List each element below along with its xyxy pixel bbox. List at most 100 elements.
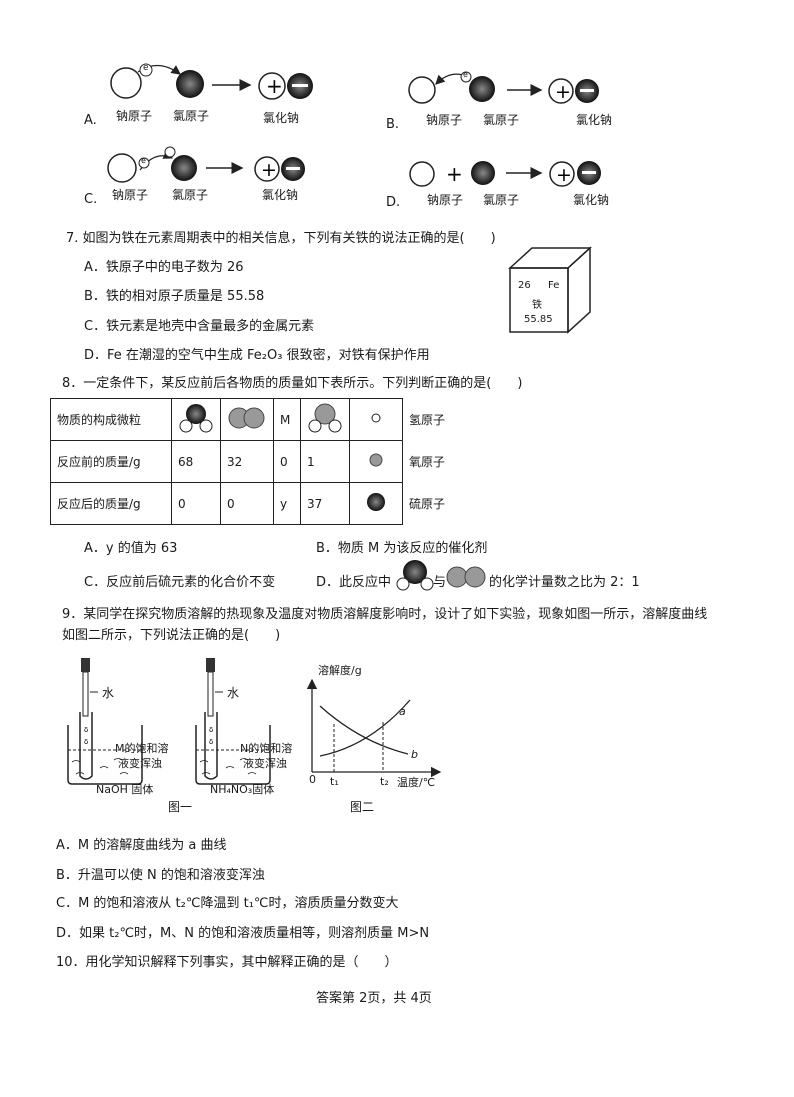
q8-stem: 8．一定条件下，某反应前后各物质的质量如下表所示。下列判断正确的是( ) [62,376,523,391]
svg-text:+: + [261,159,277,181]
beaker-one-note-line2: 液变浑浊 [118,757,162,770]
solid-one-label: NaOH 固体 [96,783,154,796]
svg-text:δ: δ [209,738,213,746]
q9-stem-line2: 如图二所示，下列说法正确的是( ) [62,628,281,643]
chart-y-label: 溶解度/g [318,664,362,677]
solubility-chart [306,678,442,778]
sodium-chloride-label: 氯化钠 [576,113,613,127]
curve-b-label: b [411,748,418,761]
q7-option-d[interactable]: D．Fe 在潮湿的空气中生成 Fe₂O₃ 很致密，对铁有保护作用 [84,348,430,363]
h2o-molecule-icon [308,403,342,433]
chart-tick-t1: t₁ [330,775,339,788]
particle-cell-4 [300,398,350,441]
beaker-two-note-line2: 液变浑浊 [243,757,287,770]
q7-option-c[interactable]: C．铁元素是地壳中含量最多的金属元素 [84,319,315,334]
q9-option-a[interactable]: A．M 的溶解度曲线为 a 曲线 [56,838,227,853]
chlorine-atom-label: 氯原子 [483,193,520,207]
value-cell: 1 [300,440,350,483]
q6-option-d-letter[interactable]: D. [386,195,401,210]
sodium-chloride-label: 氯化钠 [263,111,300,125]
chart-origin-label: 0 [309,773,316,786]
periodic-table-cell [508,246,592,334]
particle-cell-2 [220,398,274,441]
h2s-molecule-icon [396,560,434,591]
figure-one-caption: 图一 [168,800,193,814]
figure-one-apparatus: δδ δδ [67,658,271,785]
q7-stem: 7. 如图为铁在元素周期表中的相关信息，下列有关铁的说法正确的是( ) [66,231,496,246]
value-cell: y [273,482,301,525]
value-cell: 68 [171,440,221,483]
q7-option-b[interactable]: B．铁的相对原子质量是 55.58 [84,289,265,304]
electron-label: e [141,156,146,165]
svg-text:δ: δ [84,726,88,734]
q9-stem-line1: 9．某同学在探究物质溶解的热现象及温度对物质溶解度影响时，设计了如下实验，现象如… [62,607,708,622]
sodium-atom-label: 钠原子 [427,193,464,207]
m-label: M [273,398,301,441]
o2-molecule-icon [228,407,265,429]
sodium-atom-label: 钠原子 [116,109,153,123]
legend-hydrogen-cell [349,398,403,441]
q9-option-b[interactable]: B．升温可以使 N 的饱和溶液变浑浊 [56,868,265,883]
q6-option-a-letter[interactable]: A. [84,113,97,128]
water-label: 水 [227,686,240,700]
q6-option-d-diagram: + + [409,161,601,187]
page-footer: 答案第 2页，共 4页 [316,991,432,1006]
chlorine-atom-label: 氯原子 [172,188,209,202]
chart-tick-t2: t₂ [380,775,389,788]
sulfur-atom-icon [367,493,385,511]
q8-option-b[interactable]: B．物质 M 为该反应的催化剂 [316,541,488,556]
value-cell: 32 [220,440,274,483]
value-cell: 0 [171,482,221,525]
chart-x-label: 温度/℃ [397,776,436,789]
q6-option-b-diagram: + [408,71,599,104]
sodium-atom-label: 钠原子 [426,113,463,127]
q6-option-a-diagram: + [110,63,313,100]
q7-option-a[interactable]: A．铁原子中的电子数为 26 [84,260,244,275]
q8-option-d-prefix[interactable]: D．此反应中 [316,575,392,590]
q8-option-c[interactable]: C．反应前后硫元素的化合价不变 [84,575,276,590]
beaker-one-note-line1: M的饱和溶 [115,742,169,755]
q9-option-d[interactable]: D．如果 t₂℃时，M、N 的饱和溶液质量相等，则溶剂质量 M>N [56,926,430,941]
curve-b [319,705,409,755]
row-label: 物质的构成微粒 [50,398,172,441]
water-label: 水 [102,686,115,700]
svg-text:δ: δ [209,726,213,734]
sodium-chloride-label: 氯化钠 [573,193,610,207]
electron-label: e [143,63,149,73]
q9-option-c[interactable]: C．M 的饱和溶液从 t₂℃降温到 t₁℃时，溶质质量分数变大 [56,896,399,911]
svg-text:+: + [556,164,572,186]
q6-option-c-diagram: + [107,146,305,183]
beaker-two: δδ [195,658,271,785]
legend-label: 氢原子 [402,398,474,441]
figure-two-caption: 图二 [350,800,375,814]
q8-option-a[interactable]: A．y 的值为 63 [84,541,178,556]
svg-text:+: + [555,81,571,103]
beaker-two-note-line1: N的饱和溶 [240,742,293,755]
particle-cell-1 [171,398,221,441]
o2-molecule-icon [446,566,486,588]
value-cell: 0 [273,440,301,483]
row-label: 反应前的质量/g [50,440,172,483]
q8-mass-table: 物质的构成微粒 M 氢原子 反应前的质量/ [50,398,474,525]
svg-text:δ: δ [84,738,88,746]
svg-text:+: + [266,74,283,98]
h2s-molecule-icon [179,404,213,433]
q6-option-c-letter[interactable]: C. [84,192,98,207]
hydrogen-atom-icon [371,413,381,423]
value-cell: 0 [220,482,274,525]
chlorine-atom-label: 氯原子 [173,109,210,123]
chlorine-atom-label: 氯原子 [483,113,520,127]
value-cell: 37 [300,482,350,525]
legend-oxygen-cell [349,440,403,483]
atomic-mass: 55.85 [524,314,553,325]
legend-label: 氧原子 [402,440,474,483]
sodium-atom-label: 钠原子 [112,188,149,202]
q6-option-b-letter[interactable]: B. [386,117,400,132]
curve-a [319,699,411,757]
legend-sulfur-cell [349,482,403,525]
table-row: 物质的构成微粒 M 氢原子 [50,398,474,441]
table-row: 反应后的质量/g 0 0 y 37 硫原子 [50,482,474,525]
solid-two-label: NH₄NO₃固体 [210,783,275,796]
sodium-chloride-label: 氯化钠 [262,188,299,202]
curve-a-label: a [399,705,406,718]
